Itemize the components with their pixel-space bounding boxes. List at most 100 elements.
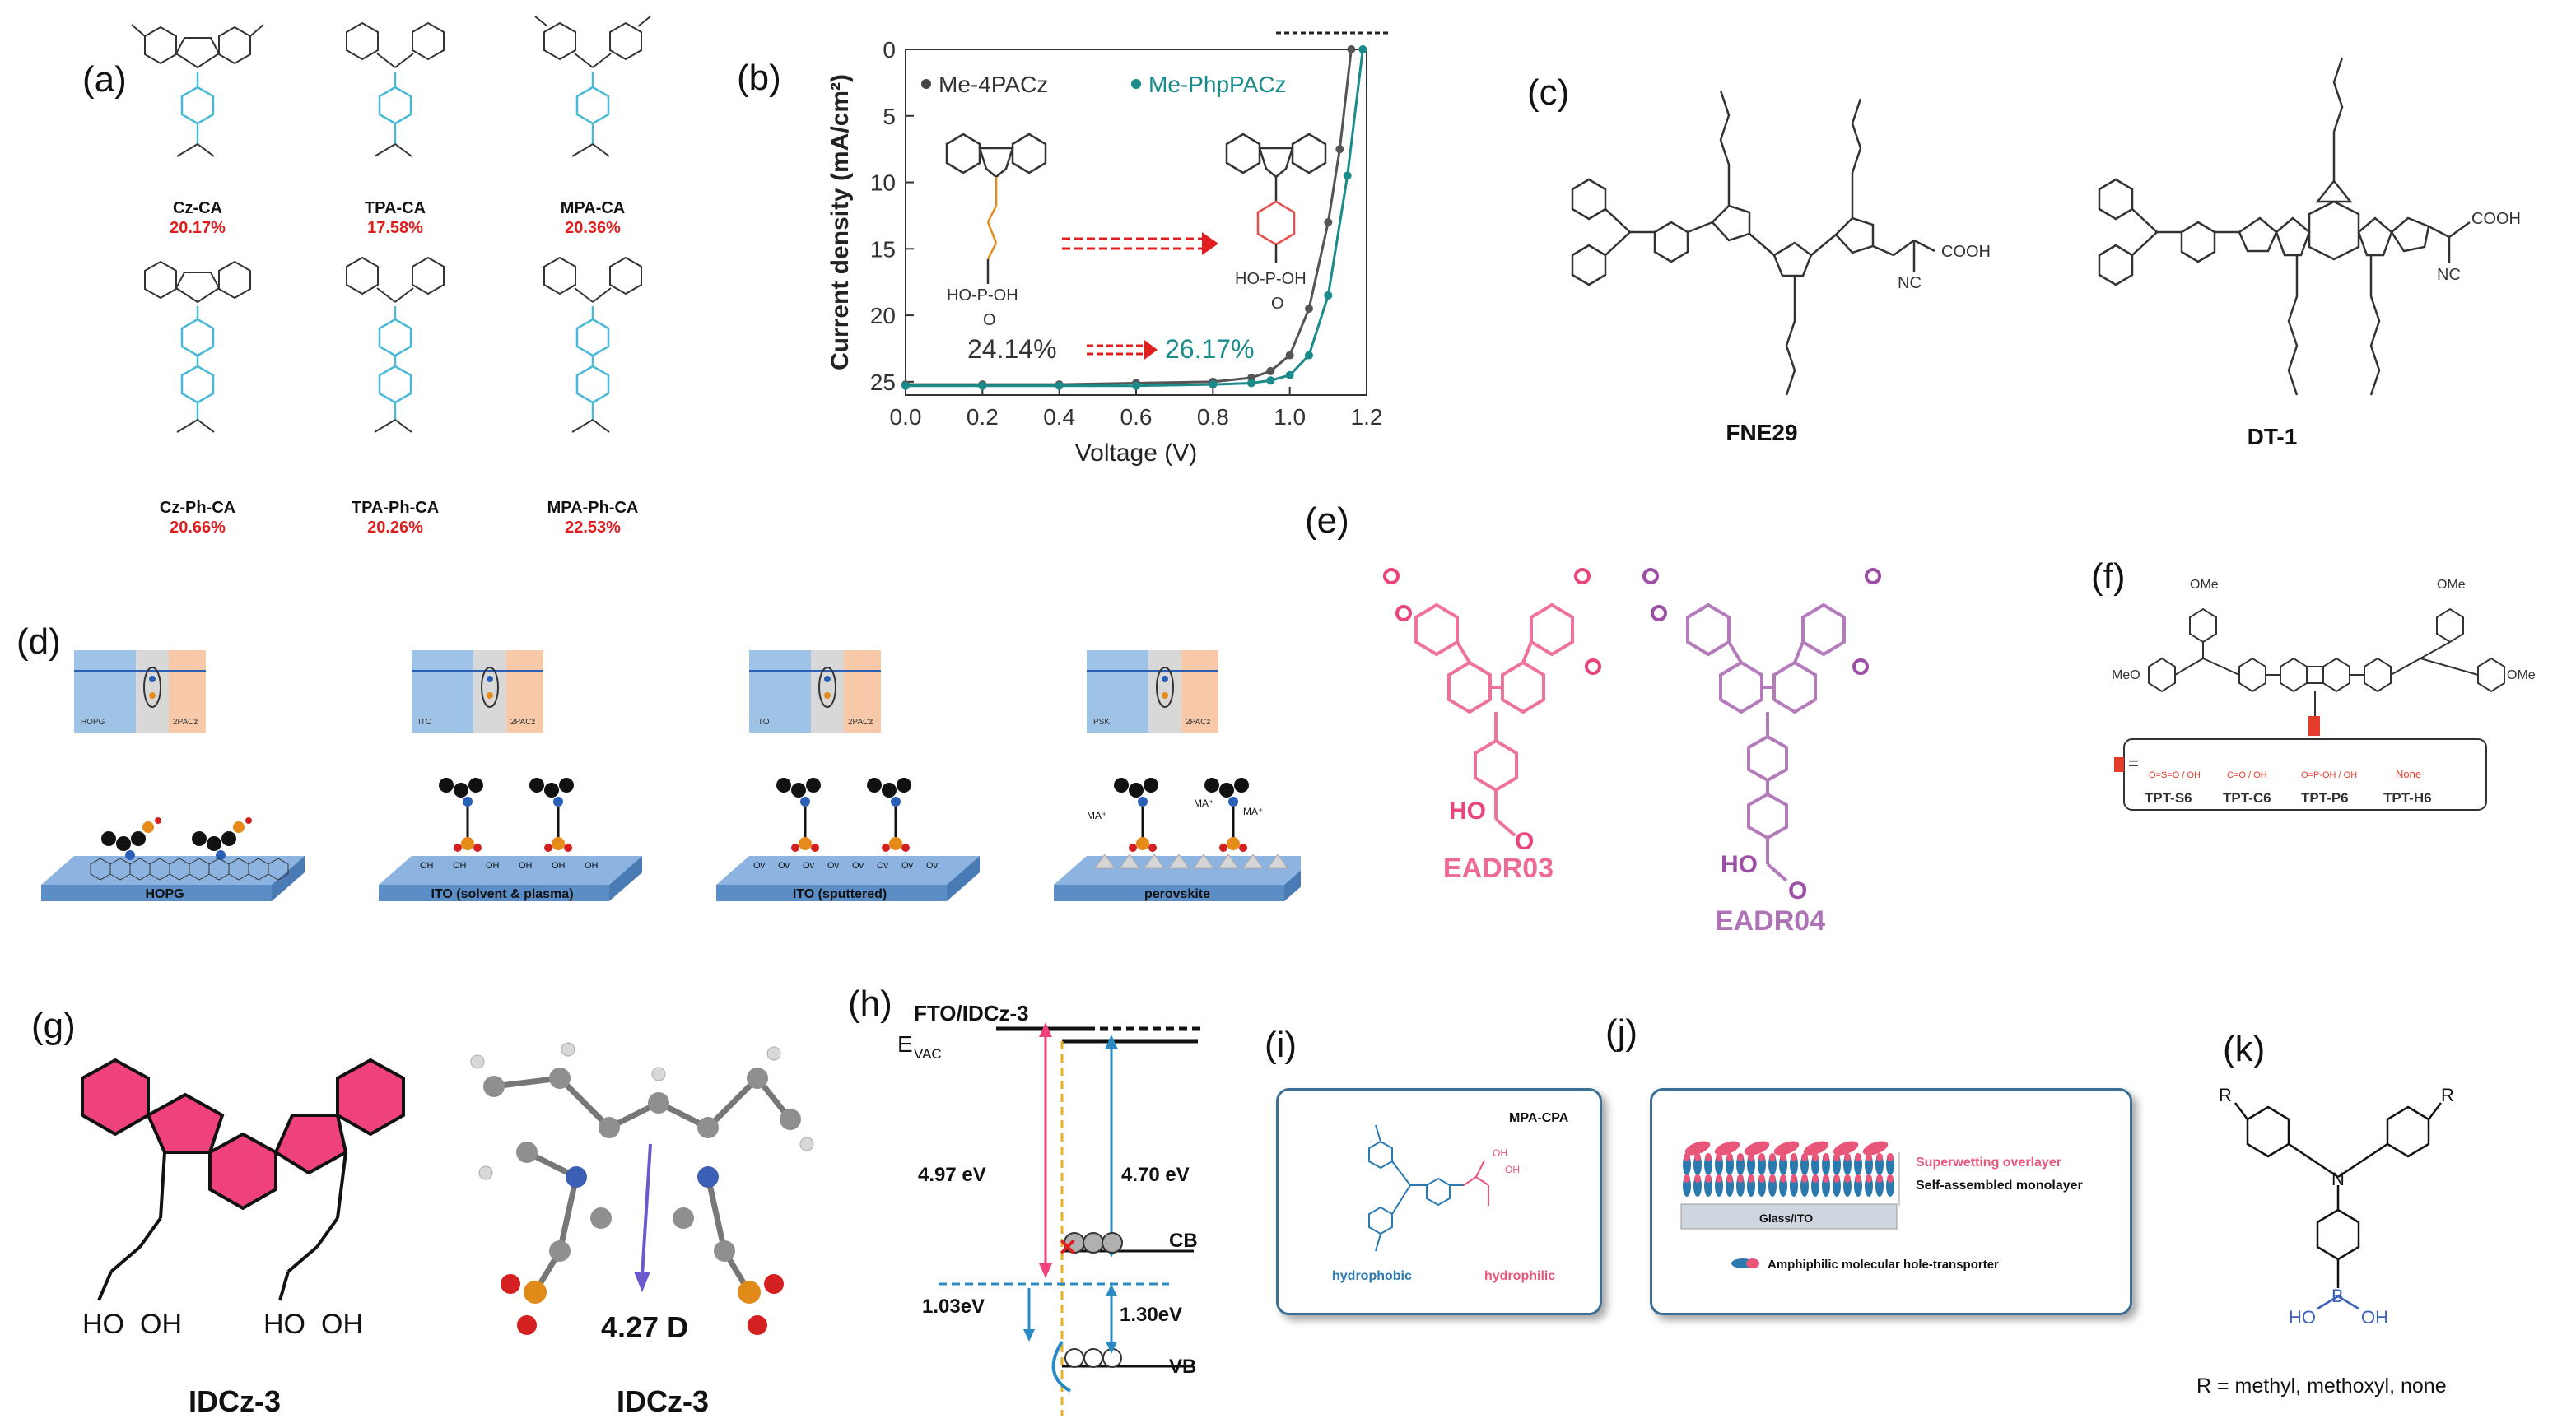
mol-eff-cz-ca: 20.17% <box>170 219 226 237</box>
eadr04-ho: HO <box>1721 851 1758 878</box>
panel-c: COOH NC COOH NC FNE29 DT-1 <box>1548 49 2552 461</box>
h-vb: VB <box>1169 1356 1196 1378</box>
inset-mid <box>473 650 506 733</box>
ma-label: MA⁺ <box>1243 806 1263 817</box>
panel-label-f: (f) <box>2091 556 2126 597</box>
mol-name-fne29: FNE29 <box>1726 420 1798 445</box>
ball-stick-model <box>470 1042 814 1335</box>
i-hydrophilic: hydrophilic <box>1484 1269 1555 1283</box>
panel-k: R R N B HO OH R = methyl, methoxyl, none <box>2190 1062 2569 1424</box>
ov-label: Ov <box>778 861 790 871</box>
h-e2: 4.70 eV <box>1121 1164 1190 1186</box>
pce-me-phppacz: 26.17% <box>1165 334 1255 364</box>
substrate-front <box>379 885 609 901</box>
mol-eff-tpa-ca: 17.58% <box>367 219 423 237</box>
eadr03-ho: HO <box>1449 798 1486 825</box>
j-sam: Self-assembled monolayer <box>1916 1179 2083 1193</box>
h-e1: 4.97 eV <box>918 1164 986 1186</box>
series-point <box>1305 351 1313 360</box>
f-meo: MeO <box>2112 668 2140 682</box>
dt1-nc: NC <box>2437 266 2461 284</box>
y-tick-label: 25 <box>870 370 896 395</box>
panel-h: ✕ FTO/IDCz-3 E VAC 4.97 eV 4.70 eV CB VB… <box>897 1001 1243 1416</box>
mol-eff-tpa-ph-ca: 20.26% <box>367 519 423 537</box>
panel-label-d: (d) <box>16 621 61 662</box>
k-n: N <box>2331 1169 2345 1189</box>
mol-name-cz-ca: Cz-CA <box>173 199 222 217</box>
inset-left-label: ITO <box>756 718 770 727</box>
substrate-top <box>716 856 980 885</box>
substrate-side <box>947 856 980 901</box>
legend-me-4pacz: Me-4PACz <box>939 72 1048 97</box>
f-ome-left: OMe <box>2190 578 2219 592</box>
y-tick-label: 15 <box>870 236 896 262</box>
overlayer-molecule <box>1862 1141 1889 1156</box>
overlayer-molecule <box>1684 1141 1711 1156</box>
h-title: FTO/IDCz-3 <box>914 1004 1029 1026</box>
inset-right <box>169 650 206 733</box>
panel-b: Current density (mA/cm²) Voltage (V) 0.0… <box>815 16 1408 477</box>
series-point <box>1305 305 1313 313</box>
series-point <box>1335 145 1344 154</box>
k-r-left: R <box>2219 1085 2232 1105</box>
series-point <box>1055 381 1064 390</box>
fne29-nc: NC <box>1898 274 1922 292</box>
k-r-right: R <box>2441 1085 2454 1105</box>
inset-right-label: 2PACz <box>510 718 535 727</box>
oh-label: OH <box>519 861 533 871</box>
dashed-arrow-top <box>1062 232 1218 255</box>
inset-left-label: HOPG <box>81 718 105 727</box>
series-point <box>1209 380 1218 389</box>
k-b: B <box>2331 1286 2344 1306</box>
ov-label: Ov <box>827 861 840 871</box>
h-evac-sub: VAC <box>914 1046 942 1062</box>
x-tick-label: 0.6 <box>1120 404 1153 430</box>
x-tick-label: 1.2 <box>1351 404 1383 430</box>
y-tick-label: 10 <box>870 170 896 196</box>
x-tick-label: 0.8 <box>1197 404 1229 430</box>
y-tick-label: 5 <box>883 104 896 129</box>
f-ome-far: OMe <box>2507 668 2536 682</box>
ov-label: Ov <box>803 861 815 871</box>
y-tick-label: 0 <box>883 37 896 63</box>
svg-text:OH: OH <box>1493 1147 1507 1159</box>
panel-label-c: (c) <box>1527 72 1570 113</box>
substrate-front <box>41 885 272 901</box>
substrate-label: HOPG <box>145 887 184 901</box>
energy-diagram: ✕ FTO/IDCz-3 E VAC 4.97 eV 4.70 eV CB VB… <box>897 1001 1202 1416</box>
ov-label: Ov <box>901 861 914 871</box>
sam-schematic: Superwetting overlayer Self-assembled mo… <box>1680 1141 2083 1272</box>
h-e4: 1.30eV <box>1120 1304 1182 1326</box>
inset-left-label: ITO <box>418 718 432 727</box>
svg-text:OH: OH <box>1505 1164 1520 1175</box>
h-e3: 1.03eV <box>922 1295 985 1318</box>
g-oh-left: OH <box>140 1309 182 1340</box>
panel-label-g: (g) <box>31 1006 76 1046</box>
panel-e: HO O HO O EADR03 EADR04 <box>1367 543 1943 971</box>
j-overlayer: Superwetting overlayer <box>1916 1156 2061 1170</box>
overlayer-molecule <box>1833 1141 1859 1156</box>
panel-a: Cz-CA 20.17% TPA-CA 17.58% MPA-CA 20.36%… <box>115 8 708 543</box>
k-oh: OH <box>2361 1307 2388 1328</box>
ov-label: Ov <box>753 861 766 871</box>
panel-i-card: OH OH MPA-CPA hydrophobic hydrophilic <box>1276 1088 1602 1315</box>
inset-acid-1: HO-P-OH <box>947 286 1018 305</box>
h-evac: E <box>897 1031 913 1057</box>
ov-label: Ov <box>852 861 864 871</box>
substrate-front <box>716 885 947 901</box>
eadr03-o: O <box>1515 828 1534 855</box>
ma-label: MA⁺ <box>1087 810 1106 821</box>
f-name-h6: TPT-H6 <box>2383 790 2432 806</box>
panel-g-structures: HO OH HO OH <box>81 1042 814 1344</box>
substrate-side <box>609 856 642 901</box>
series-point <box>1132 381 1140 390</box>
mol-eff-mpa-ca: 20.36% <box>565 219 621 237</box>
overlayer-molecule <box>1744 1141 1770 1156</box>
ov-label: Ov <box>877 861 889 871</box>
dipole-ellipse <box>143 667 161 708</box>
panel-label-k: (k) <box>2223 1029 2266 1069</box>
